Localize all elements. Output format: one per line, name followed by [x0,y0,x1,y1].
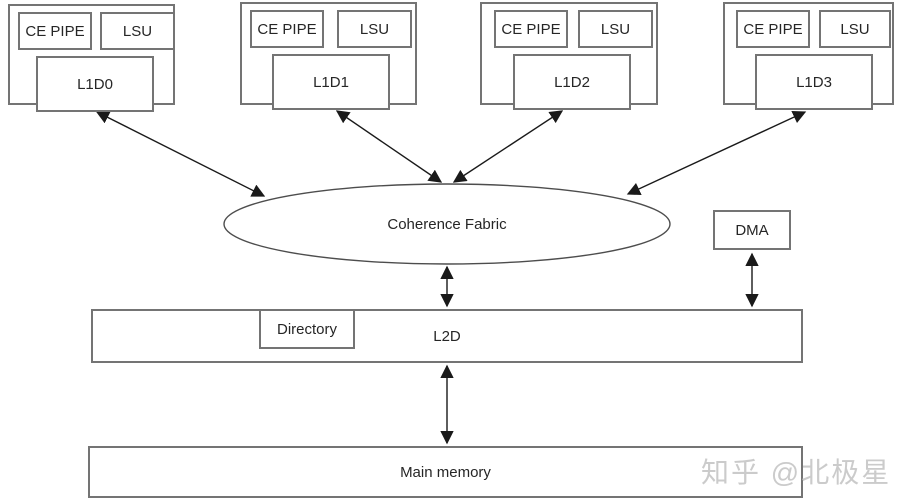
main-memory-box: Main memory [88,446,803,498]
core-cluster-2: CE PIPE LSU L1D2 [480,2,658,110]
l1d0-cache-box: L1D0 [36,56,154,112]
l2d-label: L2D [433,327,461,345]
lsu-box: LSU [100,12,175,50]
arrow-l1d3-fabric [626,110,807,196]
core-cluster-3: CE PIPE LSU L1D3 [723,2,894,110]
watermark: 知乎 @北极星 [701,457,892,488]
ce-pipe-box: CE PIPE [736,10,810,48]
lsu-box: LSU [819,10,891,48]
coherence-fabric-label: Coherence Fabric [387,215,507,233]
lsu-box: LSU [337,10,412,48]
directory-box: Directory [259,309,355,349]
lsu-box: LSU [578,10,653,48]
ce-pipe-box: CE PIPE [494,10,568,48]
l2d-box: L2D Directory [91,309,803,363]
dma-box: DMA [713,210,791,250]
ce-pipe-box: CE PIPE [250,10,324,48]
arrow-l1d2-fabric [452,110,564,183]
l1d2-cache-box: L1D2 [513,54,631,110]
arrow-l1d1-fabric [335,110,443,183]
core-cluster-0: CE PIPE LSU L1D0 [8,4,175,112]
l1d3-cache-box: L1D3 [755,54,873,110]
l1d1-cache-box: L1D1 [272,54,390,110]
ce-pipe-box: CE PIPE [18,12,92,50]
core-cluster-1: CE PIPE LSU L1D1 [240,2,417,110]
